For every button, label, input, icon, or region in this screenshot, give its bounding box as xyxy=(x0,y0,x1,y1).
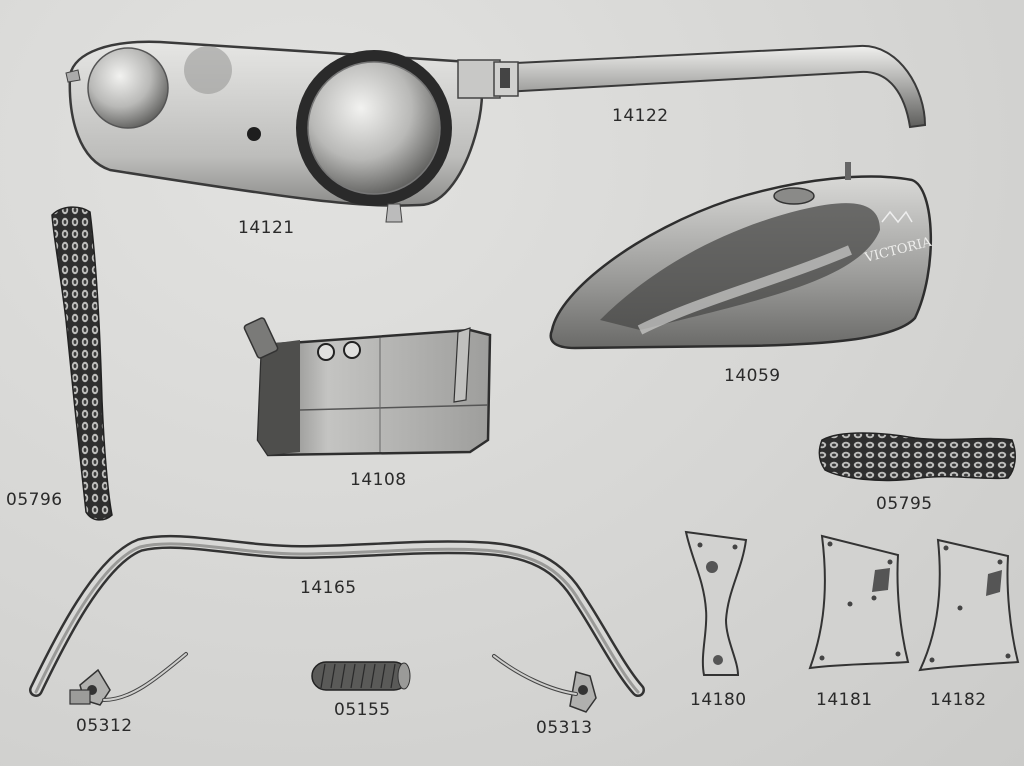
part-number-05312: 05312 xyxy=(76,716,133,736)
bracket-b-image xyxy=(808,534,910,670)
bracket-c-image xyxy=(918,538,1020,672)
handlebar-image xyxy=(29,534,645,697)
lever-left-image xyxy=(69,652,188,706)
chain-case-image xyxy=(65,40,501,223)
part-number-14182: 14182 xyxy=(930,690,987,710)
part-number-05155: 05155 xyxy=(334,700,391,720)
long-chain-image xyxy=(51,206,113,521)
part-number-14059: 14059 xyxy=(724,366,781,386)
grip-image xyxy=(311,661,411,691)
part-number-14165: 14165 xyxy=(300,578,357,598)
part-number-14108: 14108 xyxy=(350,470,407,490)
part-number-14181: 14181 xyxy=(816,690,873,710)
oil-tank-image xyxy=(243,317,492,457)
fuel-tank-image: VICTORIA xyxy=(549,162,934,350)
rear-mudguard-stay-image xyxy=(493,44,927,129)
short-chain-image xyxy=(818,432,1016,482)
part-number-14180: 14180 xyxy=(690,690,747,710)
part-number-05313: 05313 xyxy=(536,718,593,738)
part-number-05796: 05796 xyxy=(6,490,63,510)
part-number-14121: 14121 xyxy=(238,218,295,238)
part-number-05795: 05795 xyxy=(876,494,933,514)
bracket-a-image xyxy=(684,530,748,676)
part-number-14122: 14122 xyxy=(612,106,669,126)
lever-right-image xyxy=(492,654,597,713)
